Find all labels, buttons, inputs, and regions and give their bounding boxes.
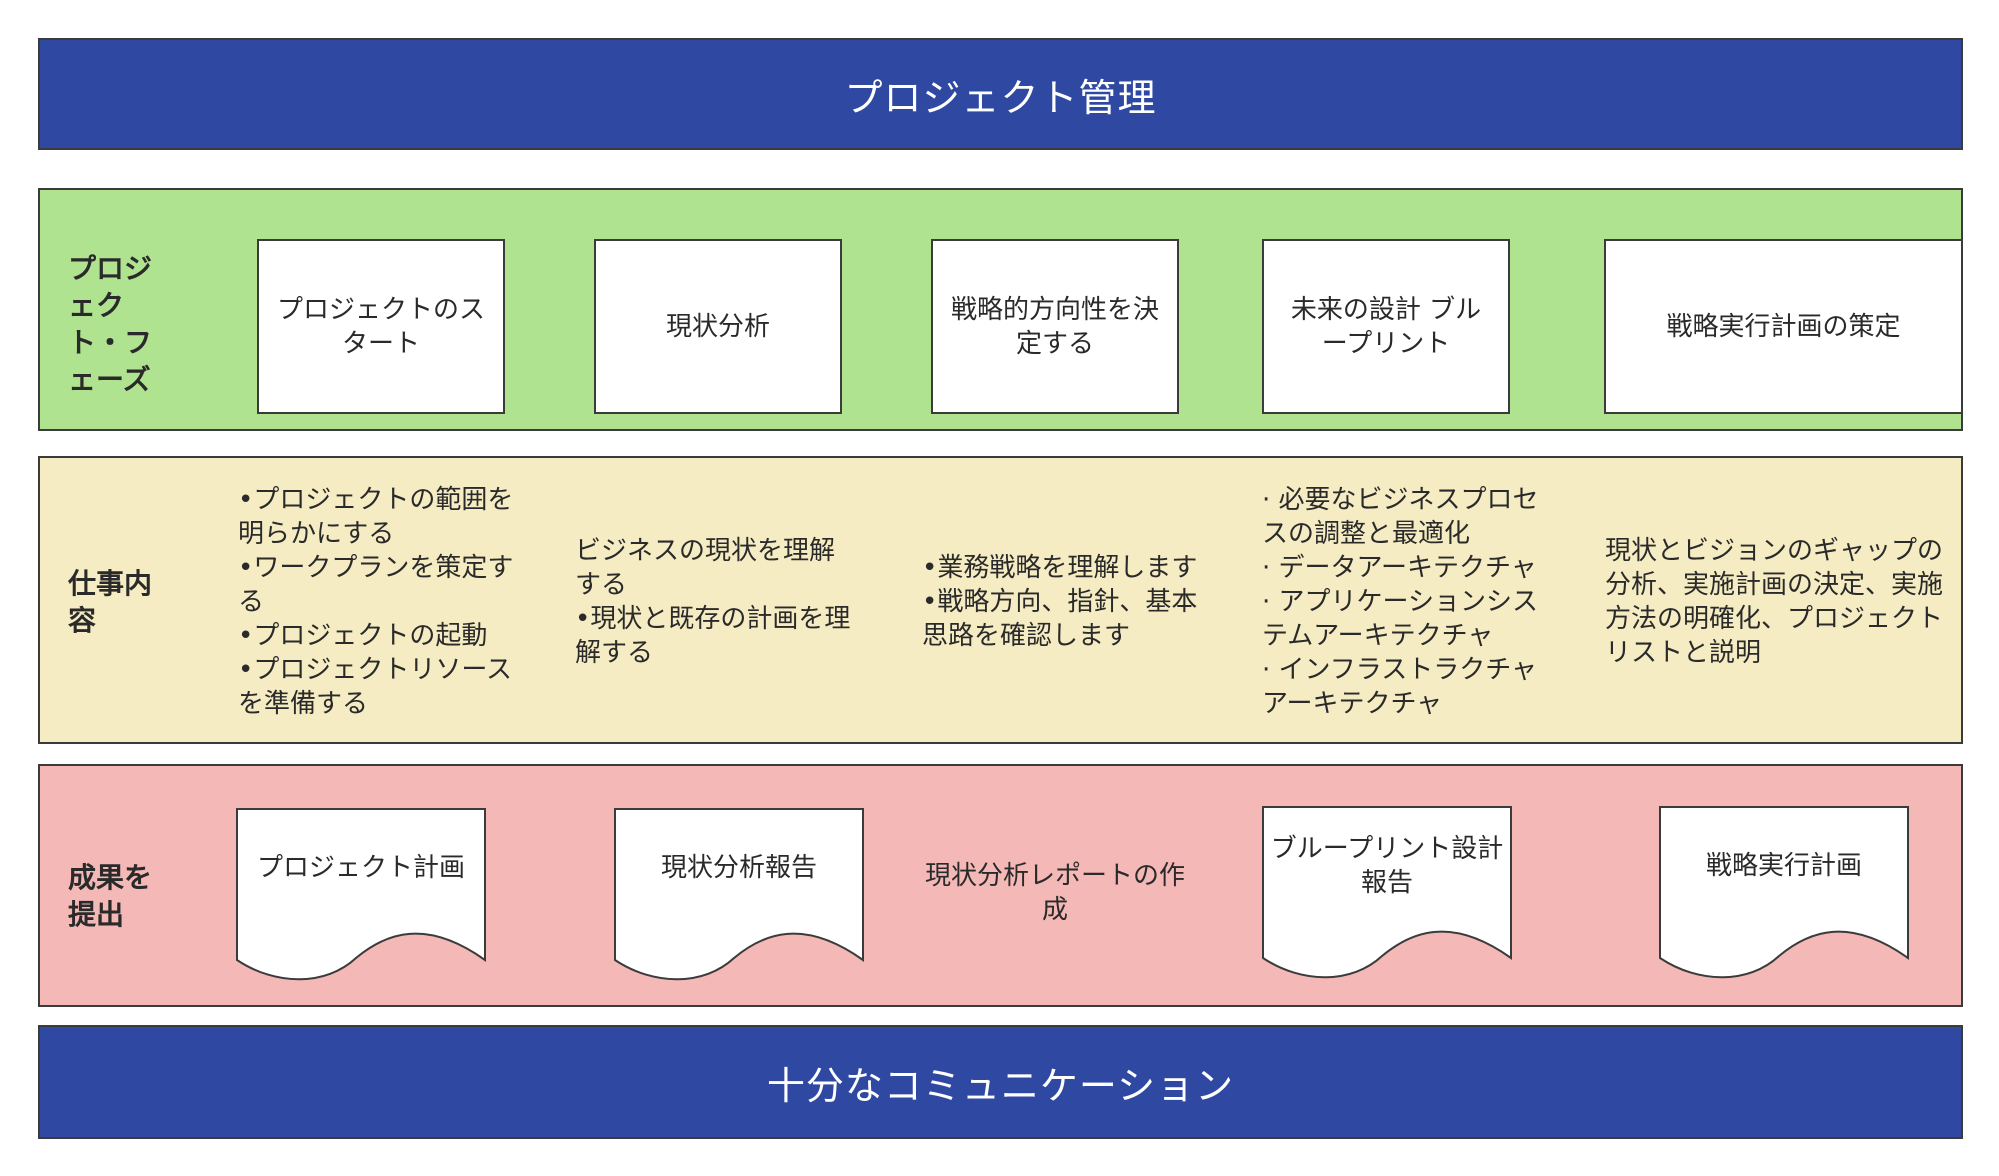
phase-box-strategy-plan: 戦略実行計画の策定 [1604,239,1963,414]
work-text-current-analysis: ビジネスの現状を理解 する •現状と既存の計画を理 解する [575,536,851,668]
work-content-row [38,456,1963,744]
phase-box-strategic-direction: 戦略的方向性を決 定する [931,239,1179,414]
phases-row-label: プロジ ェク ト・フ ェーズ [68,252,153,396]
footer-banner: 十分なコミュニケーション [38,1025,1963,1139]
phase-box-future-blueprint: 未来の設計 ブル ープリント [1262,239,1510,414]
document-label: プロジェクト計画 [256,853,465,883]
document-current-analysis-report: 現状分析報告 [614,808,864,988]
deliverables-row-label: 成果を 提出 [68,861,153,931]
document-project-plan: プロジェクト計画 [236,808,486,988]
work-text-strategic-direction: •業務戦略を理解します •戦略方向、指針、基本 思路を確認します [922,553,1198,651]
header-title: プロジェクト管理 [844,75,1157,120]
work-row-label: 仕事内 容 [68,567,153,637]
document-shape-icon [1262,806,1512,979]
phase-box-project-start: プロジェクトのス タート [257,239,505,414]
work-text-project-start: •プロジェクトの範囲を 明らかにする •ワークプランを策定す る •プロジェクト… [238,485,514,719]
work-text-strategy-plan: 現状とビジョンのギャップの 分析、実施計画の決定、実施 方法の明確化、プロジェク… [1605,536,1944,668]
header-banner: プロジェクト管理 [38,38,1963,150]
footer-title: 十分なコミュニケーション [766,1063,1235,1108]
document-shape-icon [236,808,486,981]
work-text-future-blueprint: · 必要なビジネスプロセ スの調整と最適化 · データアーキテクチャ · アプリ… [1262,485,1539,719]
document-strategy-plan: 戦略実行計画 [1659,806,1909,986]
document-shape-icon [614,808,864,981]
deliverable-text-analysis-report-creation: 現状分析レポートの作 成 [924,861,1185,925]
phase-box-current-analysis: 現状分析 [594,239,842,414]
document-label: 戦略実行計画 [1705,851,1862,881]
document-blueprint-report: ブループリント設計 報告 [1262,806,1512,986]
document-label: 現状分析報告 [660,853,817,883]
document-label: ブループリント設計 報告 [1270,834,1504,898]
document-shape-icon [1659,806,1909,979]
